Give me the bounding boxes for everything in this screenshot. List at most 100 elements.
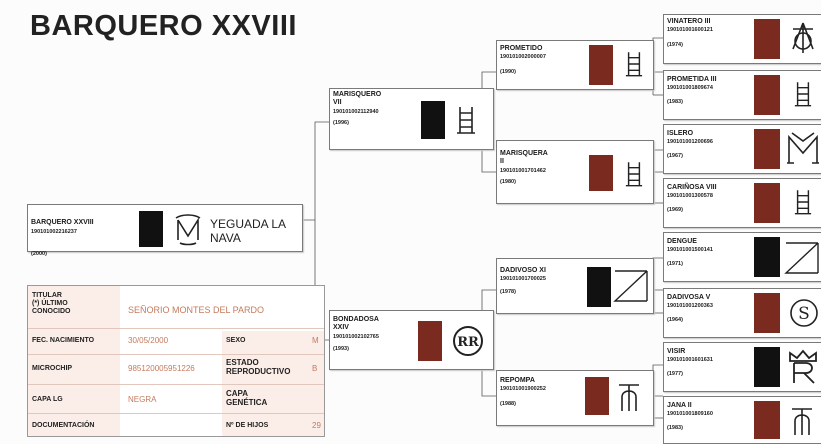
- dam-reg: 190101002102765: [333, 333, 379, 340]
- offspring-value: 29: [312, 421, 321, 430]
- dam-coat-swatch: [418, 321, 442, 361]
- t-arch-brand-icon: [790, 405, 814, 441]
- coat-swatch: [754, 183, 780, 223]
- subject-reg: 190101002216237: [31, 228, 77, 235]
- sex-label: SEXO: [226, 337, 246, 344]
- ggp-year: (1974): [667, 41, 683, 48]
- ladder-brand-icon: [794, 79, 812, 117]
- sire-name: MARISQUERO VII: [333, 91, 382, 107]
- grandparent-reg: 190101001701462: [500, 167, 546, 174]
- grandparent-card[interactable]: REPOMPA 190101001900252 (1988): [496, 370, 654, 426]
- grandparent-name: PROMETIDO: [500, 45, 543, 52]
- grandparent-reg: 190101002000007: [500, 54, 546, 61]
- grandparent-card[interactable]: DADIVOSO XI 190101001700025 (1978): [496, 258, 654, 314]
- titular-label: TITULAR (*) ÚLTIMO CONOCIDO: [32, 292, 71, 315]
- my-brand-icon: [786, 131, 820, 171]
- ggp-name: CARIÑOSA VIII: [667, 184, 717, 191]
- sex-value: M: [312, 336, 319, 345]
- great-grandparent-card[interactable]: CARIÑOSA VIII 190101001300578 (1969): [663, 178, 821, 228]
- ggp-name: DADIVOSA V: [667, 294, 711, 301]
- ladder-brand-icon: [625, 159, 643, 201]
- coat-swatch: [754, 129, 780, 169]
- ggp-name: ISLERO: [667, 130, 694, 137]
- great-grandparent-card[interactable]: DENGUE 190101001500141 (1971): [663, 232, 821, 282]
- ladder-brand-icon: [794, 187, 812, 225]
- ggp-reg: 190101001300578: [667, 193, 713, 200]
- ggp-name: JANA II: [667, 402, 692, 409]
- coat-swatch: [754, 293, 780, 333]
- grandparent-reg: 190101001900252: [500, 386, 546, 393]
- repro-label: ESTADO REPRODUCTIVO: [226, 358, 291, 376]
- ggp-reg: 190101001200696: [667, 139, 713, 146]
- coat-swatch: [589, 155, 613, 191]
- documentation-label: DOCUMENTACIÓN: [32, 422, 95, 429]
- dam-year: (1993): [333, 345, 349, 352]
- coat-swatch: [587, 267, 611, 307]
- ggp-year: (1977): [667, 370, 683, 377]
- grandparent-card[interactable]: PROMETIDO 190101002000007 (1990): [496, 40, 654, 90]
- grandparent-name: DADIVOSO XI: [500, 267, 546, 274]
- capa-label: CAPA LG: [32, 396, 63, 403]
- capa-value: NEGRA: [128, 395, 157, 404]
- ggp-year: (1971): [667, 260, 683, 267]
- grandparent-year: (1988): [500, 400, 516, 407]
- subject-name: BARQUERO XXVIII: [31, 219, 94, 227]
- subject-year: (2000): [31, 251, 47, 258]
- ggp-reg: 190101001500141: [667, 247, 713, 254]
- coat-swatch: [585, 377, 609, 415]
- ladder-brand-icon: [456, 105, 476, 147]
- rr-circle-brand-icon: RR: [451, 324, 485, 367]
- ggp-reg: 190101001809674: [667, 85, 713, 92]
- ggp-name: VINATERO III: [667, 18, 711, 25]
- coat-swatch: [754, 75, 780, 115]
- details-panel: TITULAR (*) ÚLTIMO CONOCIDO SEÑORIO MONT…: [27, 285, 325, 437]
- capa-genetica-label: CAPA GENÉTICA: [226, 389, 268, 407]
- grandparent-name: REPOMPA: [500, 377, 535, 384]
- coat-swatch: [589, 45, 613, 85]
- ggp-reg: 190101001600121: [667, 27, 713, 34]
- ggp-year: (1969): [667, 206, 683, 213]
- birth-value: 30/05/2000: [128, 336, 169, 345]
- microchip-label: MICROCHIP: [32, 365, 73, 372]
- svg-text:RR: RR: [457, 335, 479, 350]
- ggp-name: DENGUE: [667, 238, 697, 245]
- grandparent-year: (1978): [500, 288, 516, 295]
- grandparent-year: (1980): [500, 178, 516, 185]
- ggp-reg: 190101001200363: [667, 303, 713, 310]
- crown-r-brand-icon: [786, 349, 820, 389]
- grandparent-reg: 190101001700025: [500, 276, 546, 283]
- titular-value: SEÑORIO MONTES DEL PARDO: [128, 305, 265, 315]
- coat-swatch: [754, 19, 780, 59]
- repro-value: B: [312, 364, 318, 373]
- coat-swatch: [754, 237, 780, 277]
- ggp-year: (1964): [667, 316, 683, 323]
- coat-swatch: [754, 401, 780, 439]
- svg-text:S: S: [798, 304, 810, 324]
- nava-brand-icon: [174, 214, 202, 246]
- dam-name: BONDADOSA XXIV: [333, 316, 379, 332]
- ggp-reg: 190101001601631: [667, 357, 713, 364]
- microchip-value: 985120005951226: [128, 364, 195, 373]
- great-grandparent-card[interactable]: VINATERO III 190101001600121 (1974): [663, 14, 821, 64]
- great-grandparent-card[interactable]: DADIVOSA V 190101001200363 (1964) S: [663, 288, 821, 338]
- sire-coat-swatch: [421, 101, 445, 139]
- z-box-brand-icon: [613, 269, 649, 311]
- subject-card[interactable]: BARQUERO XXVIII 190101002216237 (2000) Y…: [27, 204, 303, 257]
- grandparent-year: (1990): [500, 68, 516, 75]
- ggp-year: (1983): [667, 424, 683, 431]
- s-circle-brand-icon: S: [788, 297, 820, 335]
- grandparent-name: MARISQUERA II: [500, 150, 548, 166]
- page-title: BARQUERO XXVIII: [30, 10, 297, 42]
- offspring-label: Nº DE HIJOS: [226, 422, 269, 429]
- t-arch-brand-icon: [617, 381, 641, 423]
- birth-label: FEC. NACIMIENTO: [32, 337, 95, 344]
- z-box-brand-icon: [784, 241, 820, 279]
- farm-name: YEGUADA LA NAVA: [210, 217, 287, 245]
